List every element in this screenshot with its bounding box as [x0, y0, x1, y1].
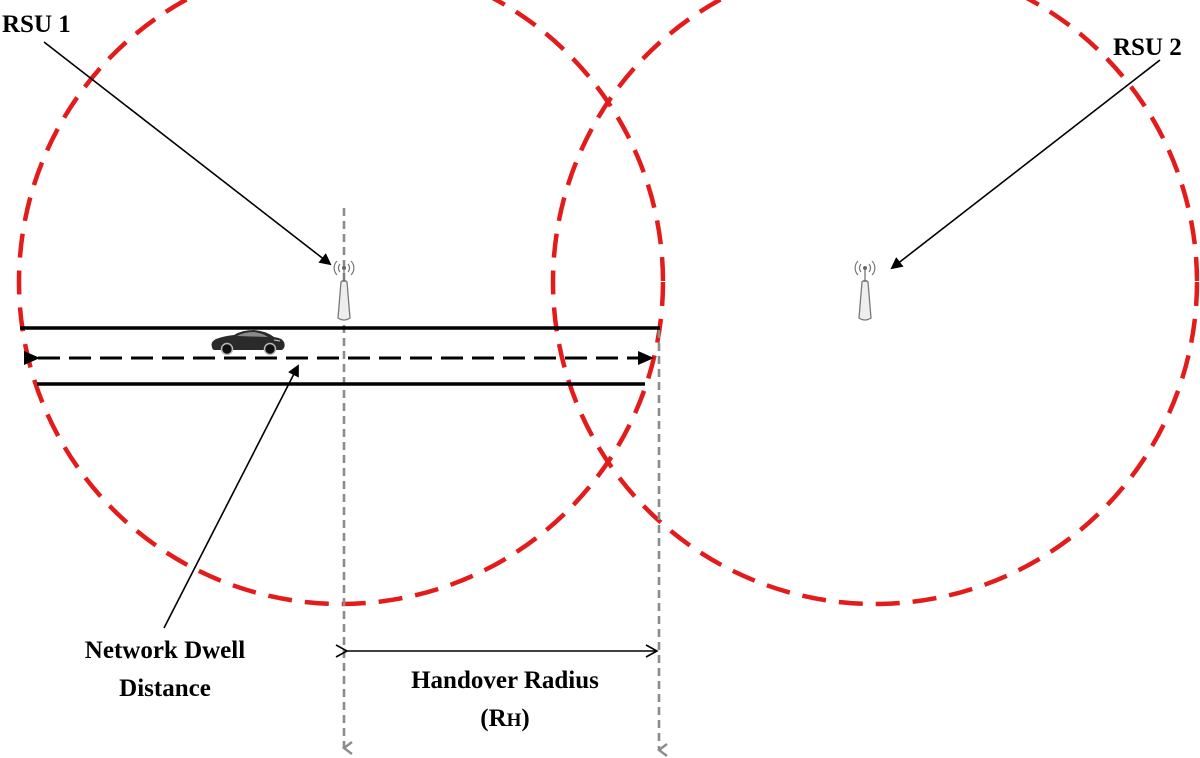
- car-icon: [211, 330, 285, 356]
- dwell-label-line2: Distance: [119, 675, 211, 702]
- handover-symbol-open: (R: [480, 705, 507, 732]
- rsu2-label: RSU 2: [1113, 34, 1182, 61]
- handover-symbol-close: ): [521, 705, 530, 732]
- handover-radius-label: Handover Radius (RH): [355, 662, 655, 740]
- rsu1-pointer: [43, 41, 332, 266]
- handover-label-line1: Handover Radius: [411, 667, 599, 694]
- antenna-tower-icon: [333, 260, 355, 321]
- handover-symbol-subscript: H: [506, 710, 522, 731]
- rsu2-coverage-circle: [550, 0, 1200, 607]
- handover-symbol: (RH): [355, 700, 655, 740]
- dwell-pointer: [163, 364, 299, 629]
- rsu1-coverage-circle: [16, 0, 666, 607]
- network-dwell-distance-label: Network Dwell Distance: [40, 632, 290, 708]
- dwell-label-line1: Network Dwell: [84, 637, 246, 664]
- rsu2-pointer: [890, 59, 1161, 270]
- antenna-tower-icon: [854, 260, 876, 321]
- rsu1-label: RSU 1: [2, 11, 71, 38]
